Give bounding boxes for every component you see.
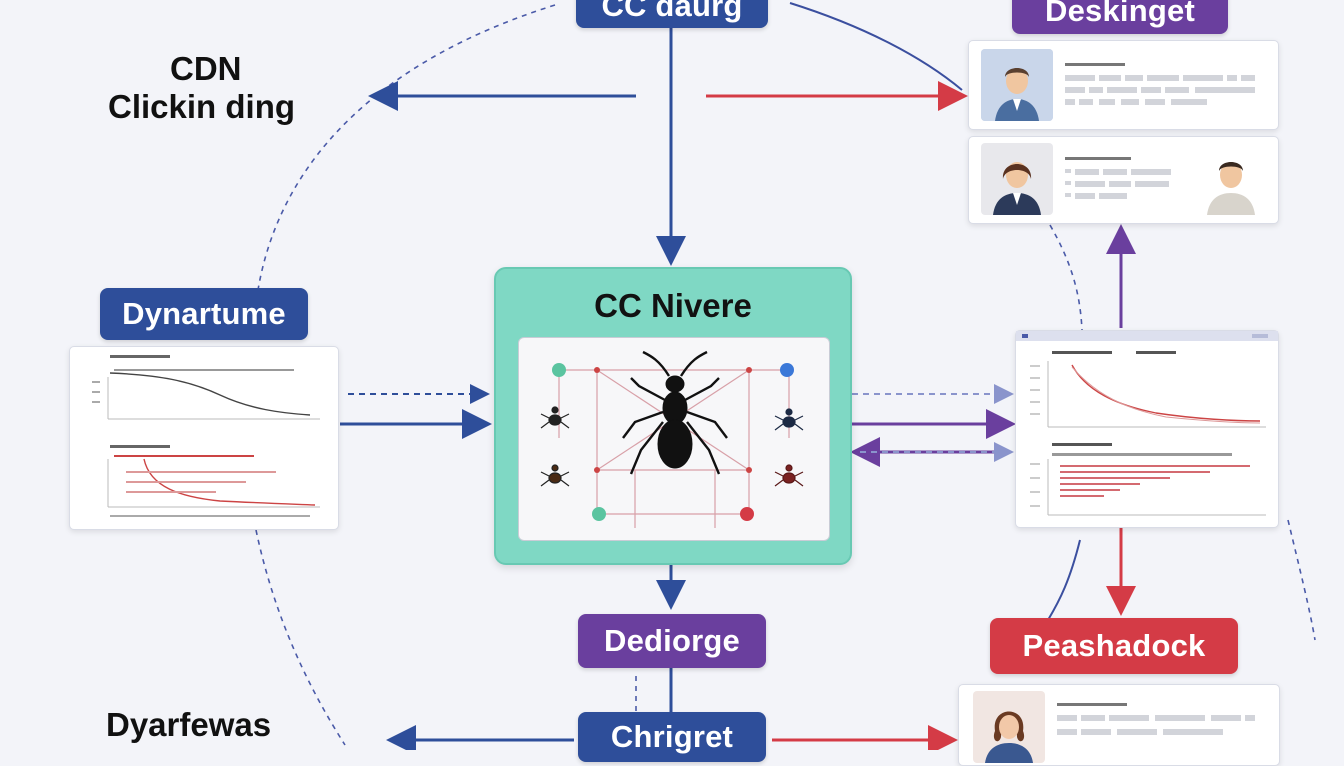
profile-card-3 <box>958 684 1280 766</box>
profile-card-1 <box>968 40 1279 130</box>
profile-card-2-text-lines <box>1065 157 1171 199</box>
bottom-right-pill: Peashadock <box>990 618 1238 674</box>
right-chart-card <box>1015 330 1279 528</box>
small-ant-icon-right-bottom <box>774 464 804 487</box>
hub-node: CC Nivere <box>494 267 852 565</box>
top-right-label: Deskinget <box>1045 0 1195 28</box>
hub-title: CC Nivere <box>594 287 752 324</box>
cdn-label: CDN Clickin ding <box>108 50 368 126</box>
small-ant-icon-left-bottom <box>540 464 570 487</box>
profile-card-1-text-lines <box>1065 63 1255 105</box>
profile-card-2 <box>968 136 1279 224</box>
bottom-center-pill: Dediorge <box>578 614 766 668</box>
left-chart-card <box>69 346 339 530</box>
person-icon <box>1195 143 1267 215</box>
connector-layer <box>255 2 1316 750</box>
ant-network-graphic <box>540 350 804 528</box>
hub-graph-panel <box>518 337 830 541</box>
cdn-line1: CDN <box>170 50 242 87</box>
left-pill-label: Dynartume <box>122 296 286 331</box>
person-icon <box>981 49 1053 121</box>
person-icon <box>981 143 1053 215</box>
top-center-label: CC daurg <box>601 0 743 23</box>
solid-arc-right-lower <box>1047 539 1081 621</box>
bottom-center2-pill: Chrigret <box>578 712 766 762</box>
dashed-arc-left-lower <box>255 529 346 746</box>
bottom-right-label: Peashadock <box>1022 628 1206 663</box>
solid-arc-topright <box>789 2 963 91</box>
cdn-line2: Clickin ding <box>108 88 296 125</box>
ant-icon <box>622 350 728 475</box>
dashed-arc-right <box>1049 224 1083 331</box>
diagram-canvas: CC daurg Deskinget CDN Clickin ding Dyna… <box>69 0 1316 766</box>
dashed-arc-left <box>257 4 556 291</box>
chart-icon <box>1016 331 1278 516</box>
chart-icon <box>92 355 320 517</box>
bottom-center2-label: Chrigret <box>610 719 734 754</box>
top-right-pill: Deskinget <box>1012 0 1228 34</box>
bottom-center-label: Dediorge <box>604 623 740 658</box>
left-pill: Dynartume <box>100 288 308 340</box>
bottom-left-label: Dyarfewas <box>106 706 272 743</box>
small-ant-icon-left-top <box>540 406 570 429</box>
small-ant-icon-right-top <box>774 408 804 431</box>
dashed-arc-right-lower <box>1287 519 1316 641</box>
top-center-pill: CC daurg <box>576 0 768 28</box>
profile-card-3-text-lines <box>1057 703 1255 735</box>
